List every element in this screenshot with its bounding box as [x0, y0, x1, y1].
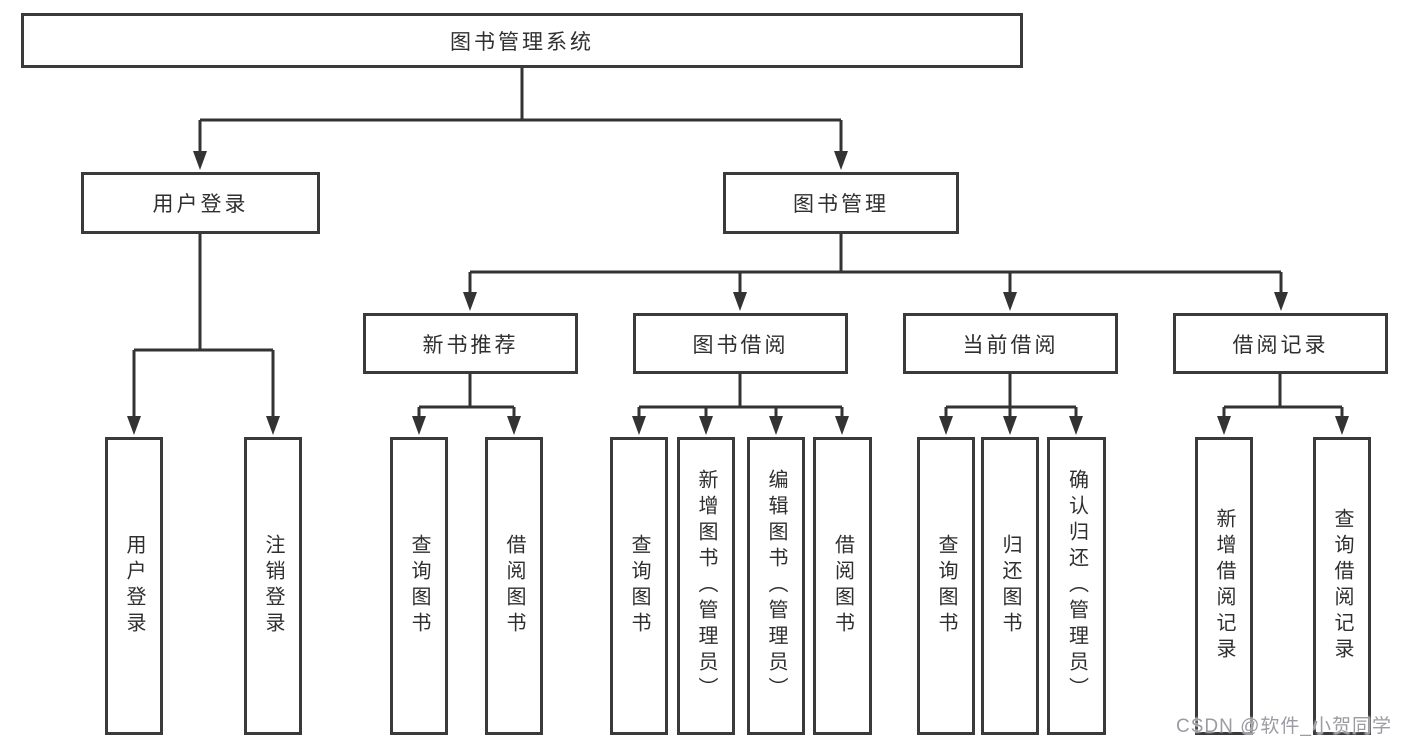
leaf-logout-label: 注销登录 — [262, 534, 284, 638]
leaf-recommend-query-book: 查询图书 — [390, 437, 448, 735]
node-new-book-recommend-label: 新书推荐 — [422, 333, 519, 357]
node-root-system-label: 图书管理系统 — [450, 30, 594, 54]
leaf-borrow-borrow-book: 借阅图书 — [813, 437, 872, 735]
leaf-borrow-add-book-admin: 新增图书（管理员） — [677, 437, 735, 735]
csdn-watermark: CSDN @软件_小贺同学 — [1176, 716, 1392, 737]
node-book-borrow: 图书借阅 — [633, 313, 848, 374]
leaf-logout: 注销登录 — [244, 437, 302, 735]
connector-paths — [132, 68, 1344, 419]
leaf-recommend-query-book-label: 查询图书 — [408, 534, 430, 638]
leaf-current-return-book-label: 归还图书 — [999, 534, 1021, 638]
leaf-borrow-edit-book-admin-label: 编辑图书（管理员） — [765, 469, 787, 703]
leaf-recommend-borrow-book-label: 借阅图书 — [503, 534, 525, 638]
leaf-borrow-query-book-label: 查询图书 — [628, 534, 650, 638]
node-book-management: 图书管理 — [723, 172, 959, 234]
leaf-current-confirm-return-admin: 确认归还（管理员） — [1047, 437, 1106, 735]
leaf-current-query-book: 查询图书 — [917, 437, 975, 735]
leaf-current-return-book: 归还图书 — [981, 437, 1039, 735]
node-user-login: 用户登录 — [81, 172, 320, 234]
leaf-records-add-record-label: 新增借阅记录 — [1213, 508, 1235, 664]
leaf-user-login-label: 用户登录 — [123, 534, 145, 638]
leaf-borrow-edit-book-admin: 编辑图书（管理员） — [747, 437, 805, 735]
node-current-borrow-label: 当前借阅 — [962, 333, 1059, 357]
node-user-login-label: 用户登录 — [152, 193, 249, 216]
leaf-borrow-add-book-admin-label: 新增图书（管理员） — [695, 469, 717, 703]
leaf-borrow-query-book: 查询图书 — [610, 437, 668, 735]
node-book-borrow-label: 图书借阅 — [692, 333, 789, 357]
node-borrow-records: 借阅记录 — [1173, 313, 1388, 374]
leaf-current-query-book-label: 查询图书 — [935, 534, 957, 638]
node-current-borrow: 当前借阅 — [903, 313, 1118, 374]
node-root-system: 图书管理系统 — [21, 13, 1023, 68]
leaf-records-query-record-label: 查询借阅记录 — [1331, 508, 1353, 664]
leaf-recommend-borrow-book: 借阅图书 — [485, 437, 543, 735]
leaf-records-query-record: 查询借阅记录 — [1313, 437, 1371, 735]
node-book-management-label: 图书管理 — [793, 193, 889, 216]
leaf-records-add-record: 新增借阅记录 — [1195, 437, 1253, 735]
arrowheads — [127, 151, 1349, 435]
leaf-current-confirm-return-admin-label: 确认归还（管理员） — [1065, 469, 1088, 703]
leaf-borrow-borrow-book-label: 借阅图书 — [831, 534, 854, 638]
leaf-user-login: 用户登录 — [105, 437, 163, 735]
node-borrow-records-label: 借阅记录 — [1232, 333, 1329, 357]
node-new-book-recommend: 新书推荐 — [363, 313, 578, 374]
